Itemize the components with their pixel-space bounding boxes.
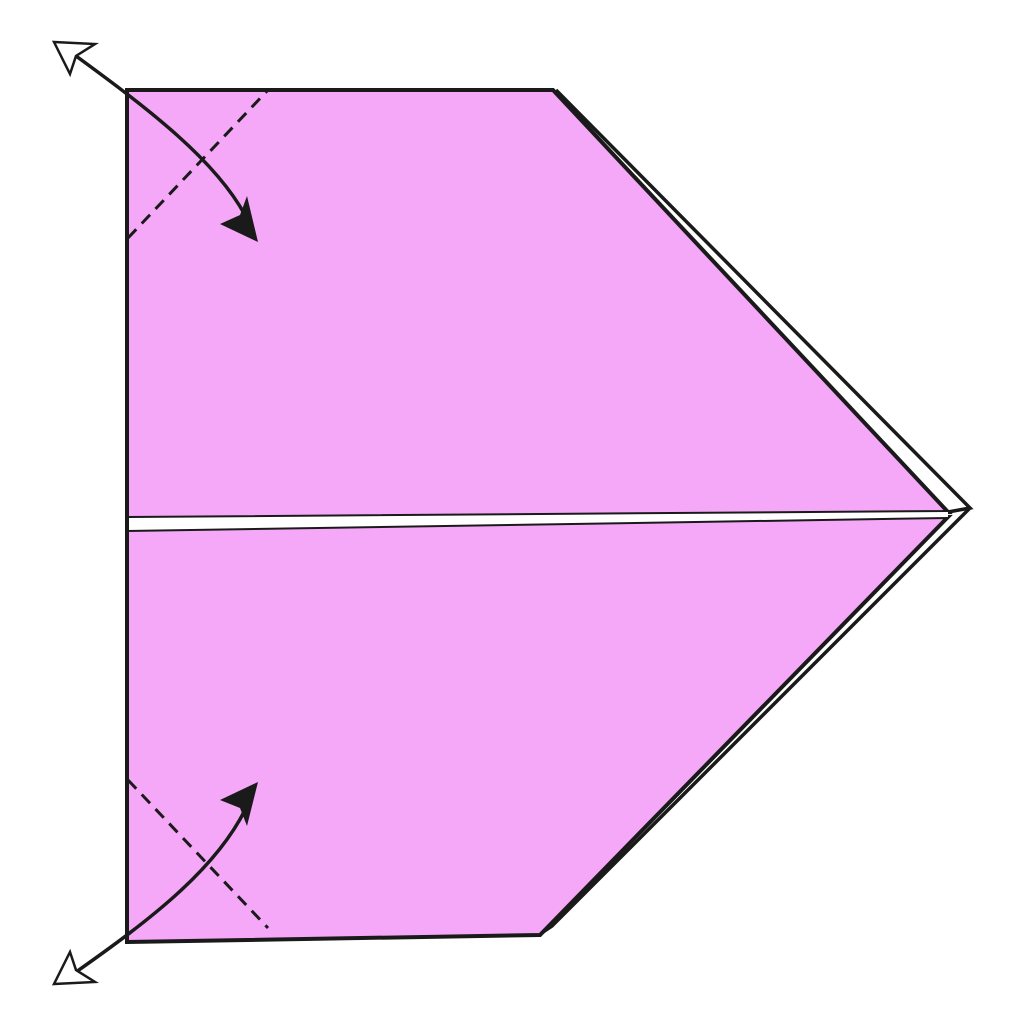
valley-fold-line-top — [126, 88, 270, 240]
fold-arrow-bottom — [74, 809, 247, 974]
fold-arrow-bottom-head — [220, 782, 258, 826]
valley-fold-line-bottom — [126, 778, 270, 930]
fold-arrow-top-head — [220, 196, 258, 242]
center-gap — [127, 512, 948, 530]
fold-arrow-top — [74, 54, 247, 216]
unfold-arrow-bottom — [51, 948, 100, 986]
unfold-arrow-top — [51, 40, 100, 78]
